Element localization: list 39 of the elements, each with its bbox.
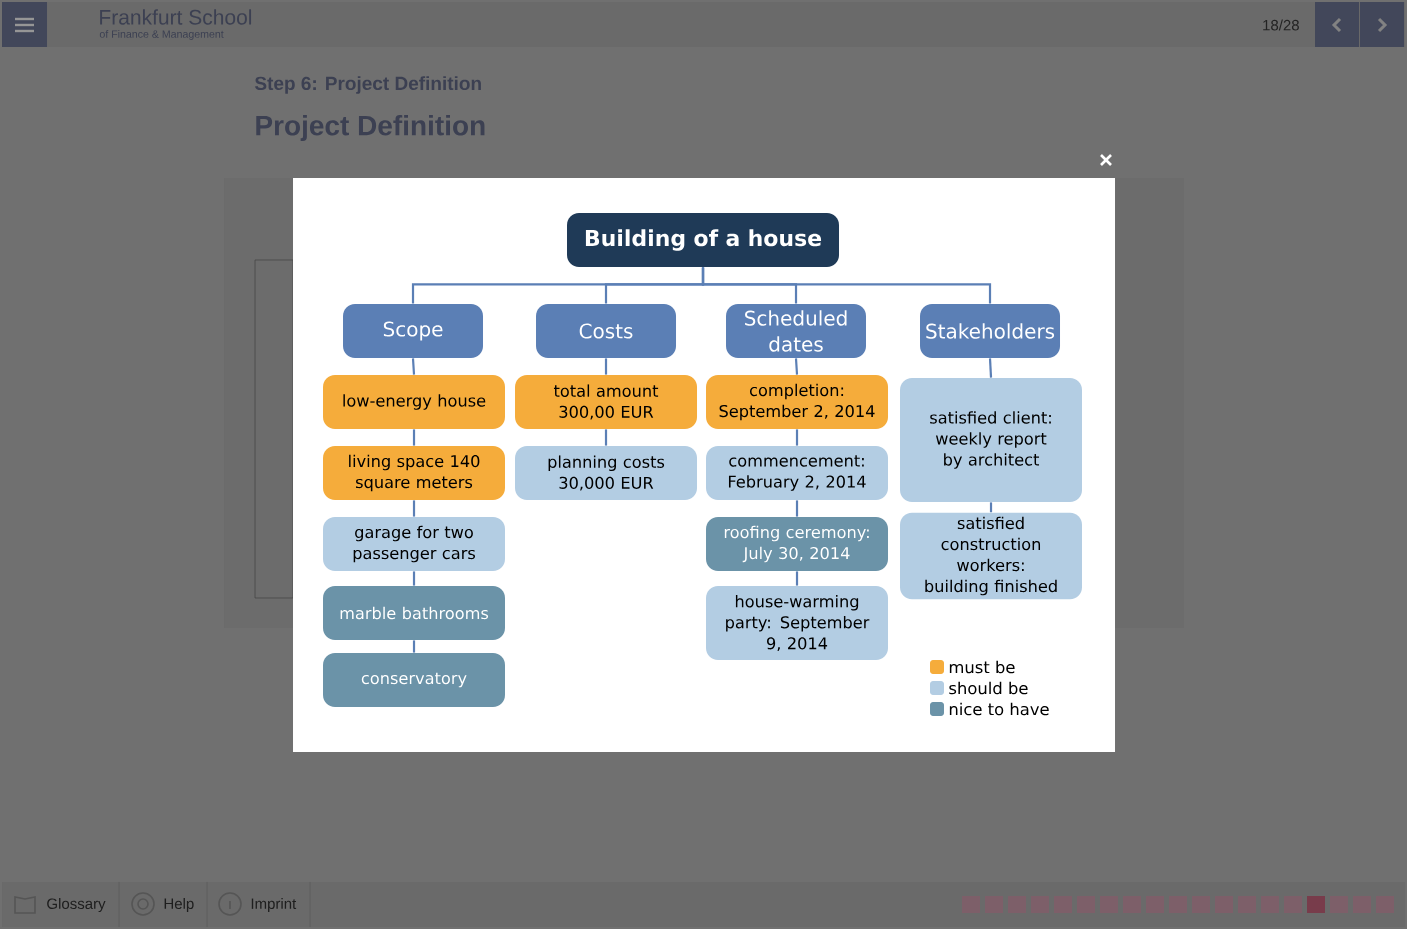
connector-line <box>795 500 799 517</box>
connector-line <box>412 500 416 517</box>
title-box: Building of a house <box>567 213 839 267</box>
connector-line <box>795 429 799 446</box>
category-box: Costs <box>536 304 676 358</box>
legend-text: nice to have <box>949 702 1049 716</box>
legend-text: should be <box>949 681 1028 695</box>
connector-line <box>411 358 416 375</box>
requirement-box: satisfied construction workers: building finished <box>900 512 1082 600</box>
requirement-box: marble bathrooms <box>323 586 505 640</box>
requirement-box: planning costs 30,000 EUR <box>515 446 697 500</box>
requirement-box: commencement: February 2, 2014 <box>706 446 888 500</box>
requirement-box: low-energy house <box>323 375 505 429</box>
connector-line <box>412 429 416 446</box>
connector-line <box>795 571 799 586</box>
imprint-link: Imprint <box>251 898 297 912</box>
requirement-box: roofing ceremony: July 30, 2014 <box>706 517 888 571</box>
connector-line <box>794 358 799 375</box>
legend-text: must be <box>949 660 1015 674</box>
connector-line <box>412 571 416 586</box>
category-box: Scheduled dates <box>726 304 866 358</box>
requirement-box: total amount 300,00 EUR <box>515 375 697 429</box>
requirement-box: garage for two passenger cars <box>323 517 505 571</box>
connector-line <box>989 502 993 513</box>
connector-line <box>988 358 993 378</box>
requirement-box: completion: September 2, 2014 <box>706 375 888 429</box>
connector-line <box>701 267 992 304</box>
requirement-box: house-warming party: September 9, 2014 <box>706 586 888 660</box>
page-counter: 18/28 <box>1263 19 1299 31</box>
connector-line <box>604 358 608 375</box>
help-link: Help <box>164 898 194 912</box>
connector-line <box>412 640 416 653</box>
requirement-box: satisfied client: weekly report by architect <box>900 378 1082 502</box>
requirement-box: conservatory <box>323 653 505 707</box>
requirement-box: living space 140 square meters <box>323 446 505 500</box>
category-box: Stakeholders <box>920 304 1060 358</box>
connector-line <box>604 429 608 446</box>
category-box: Scope <box>343 304 483 358</box>
glossary-link: Glossary <box>47 898 106 912</box>
